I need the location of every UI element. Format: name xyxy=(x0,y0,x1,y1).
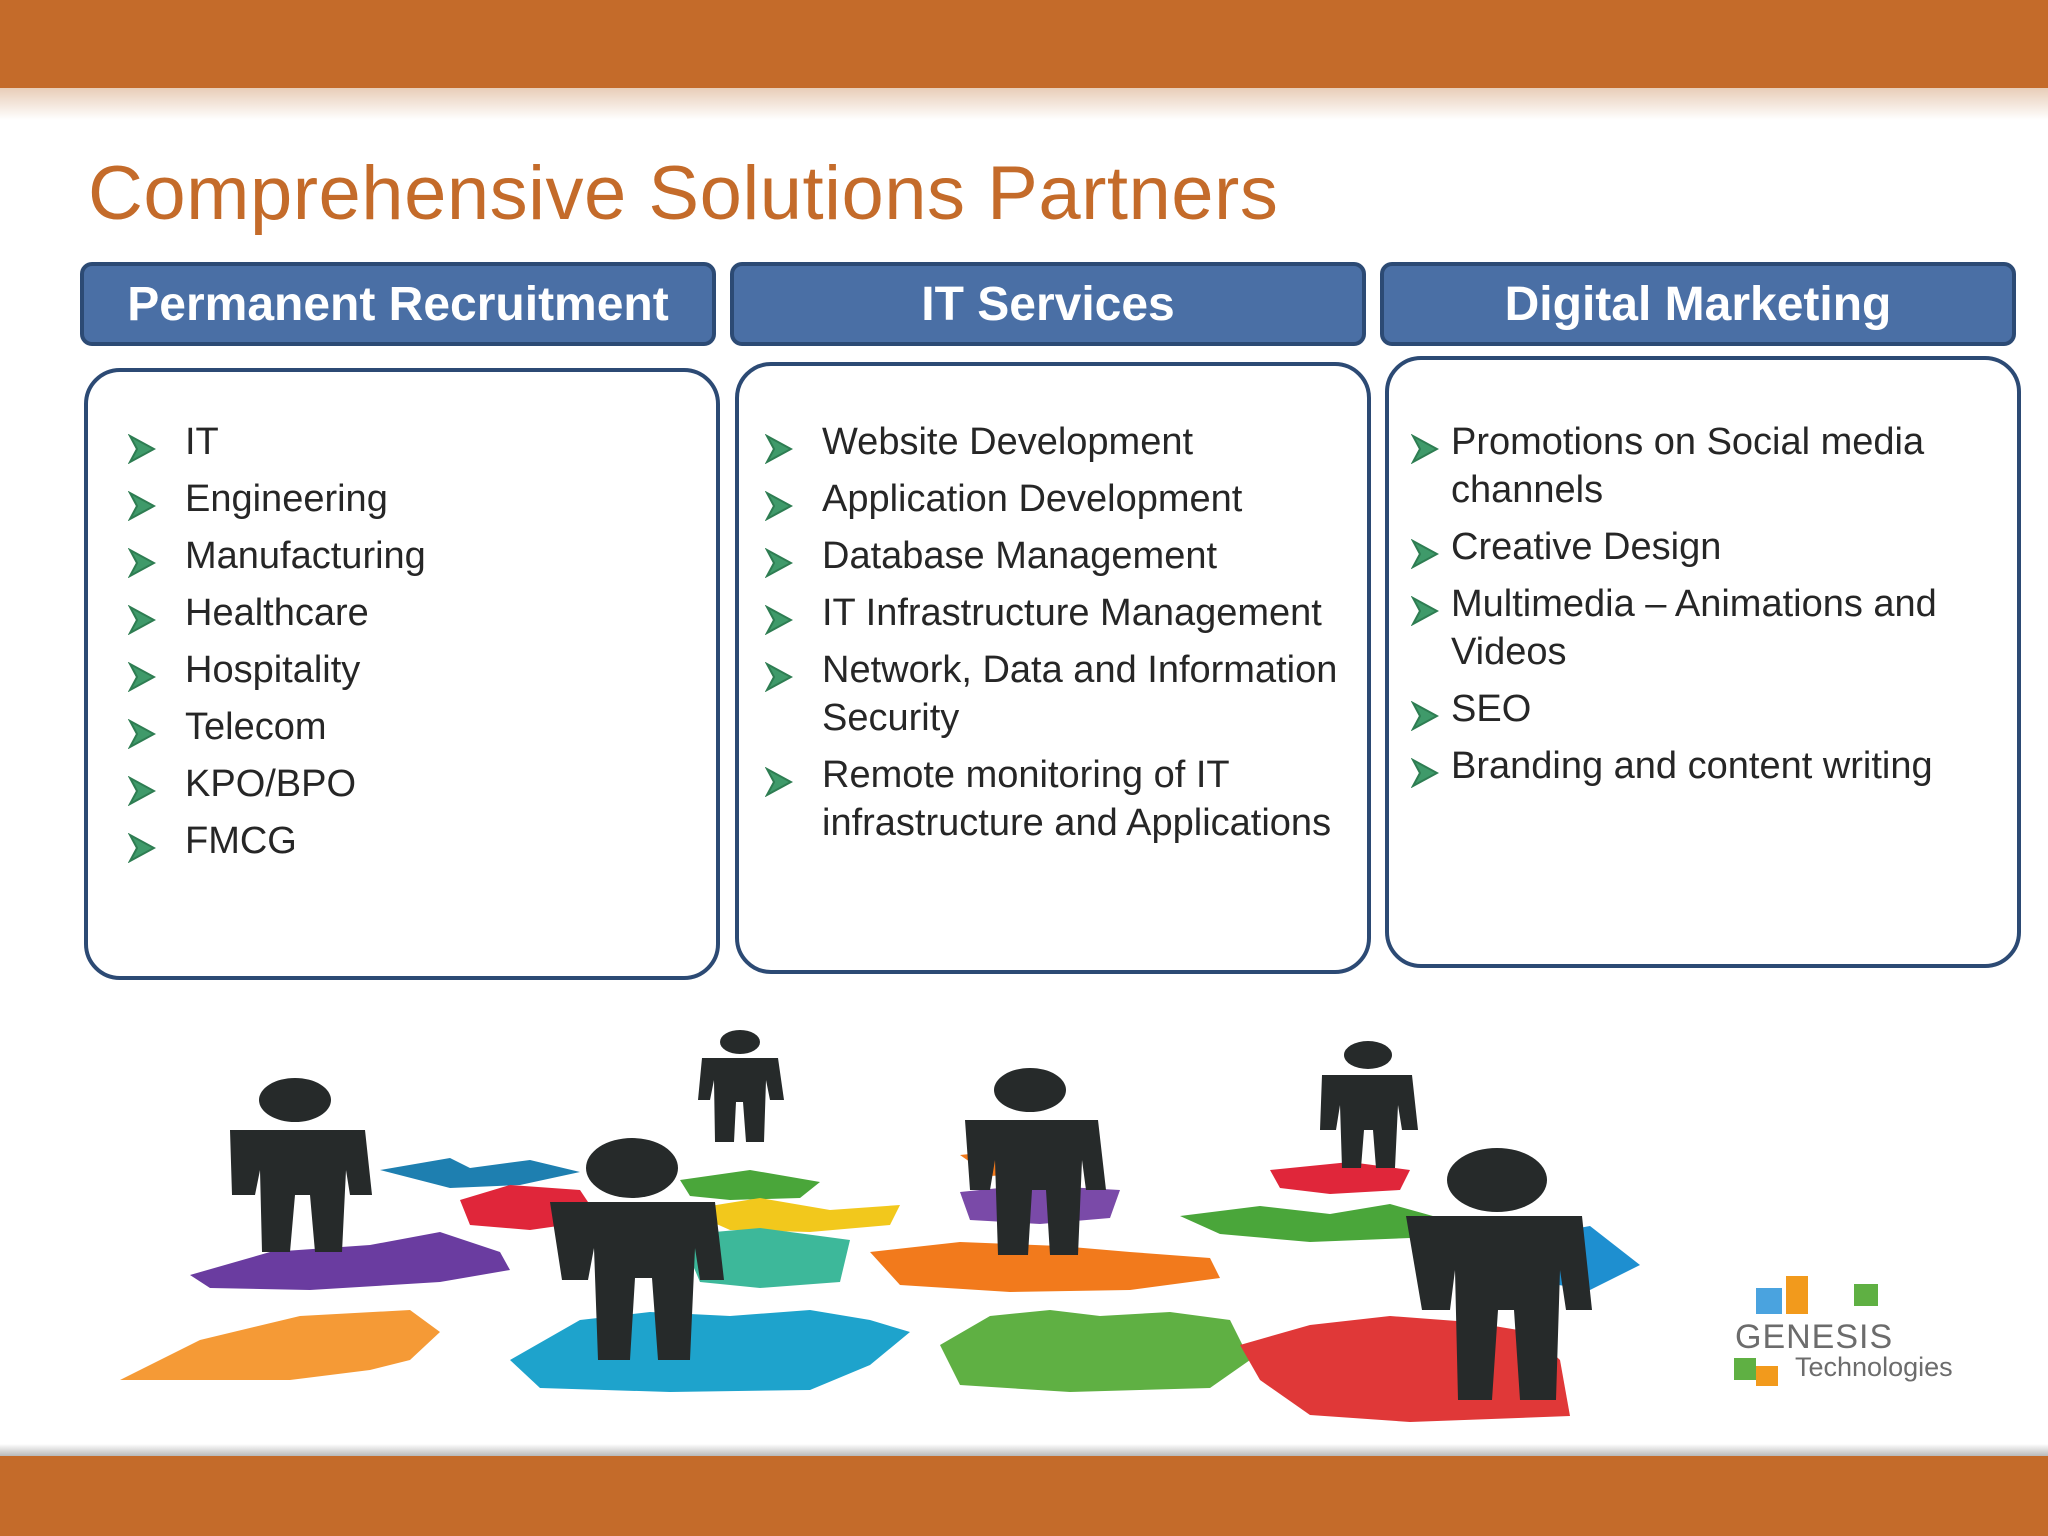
arrow-bullet-icon xyxy=(127,713,157,750)
arrow-bullet-icon xyxy=(1410,533,1440,570)
list-item: IT Infrastructure Management xyxy=(764,589,1355,637)
top-band xyxy=(0,0,2048,88)
list-item-label: Application Development xyxy=(822,478,1243,520)
list-item: Application Development xyxy=(764,475,1355,523)
arrow-bullet-icon xyxy=(127,599,157,636)
list-item: Hospitality xyxy=(127,646,688,694)
list-permanent-recruitment: IT Engineering Manufacturing Healthcare … xyxy=(127,418,688,874)
header-digital-marketing: Digital Marketing xyxy=(1380,262,2016,346)
list-item-label: Engineering xyxy=(185,478,388,520)
list-item: Manufacturing xyxy=(127,532,688,580)
list-item: Telecom xyxy=(127,703,688,751)
page-title: Comprehensive Solutions Partners xyxy=(88,151,1279,236)
arrow-bullet-icon xyxy=(1410,695,1440,732)
list-item: IT xyxy=(127,418,688,466)
arrow-bullet-icon xyxy=(127,485,157,522)
list-item: Engineering xyxy=(127,475,688,523)
list-item: Network, Data and Information Security xyxy=(764,646,1355,742)
top-band-shade xyxy=(0,88,2048,120)
header-permanent-recruitment: Permanent Recruitment xyxy=(80,262,716,346)
list-item-label: Telecom xyxy=(185,706,327,748)
arrow-bullet-icon xyxy=(127,428,157,465)
list-it-services: Website Development Application Developm… xyxy=(764,418,1355,856)
list-item: Branding and content writing xyxy=(1410,742,2001,790)
box-digital-marketing: Promotions on Social media channels Crea… xyxy=(1385,356,2021,968)
list-item: Creative Design xyxy=(1410,523,2001,571)
list-item-label: Network, Data and Information Security xyxy=(822,649,1338,739)
list-item: SEO xyxy=(1410,685,2001,733)
list-item-label: Branding and content writing xyxy=(1451,745,1933,787)
arrow-bullet-icon xyxy=(764,542,794,579)
logo-subtitle: Technologies xyxy=(1795,1352,1953,1382)
list-item-label: Manufacturing xyxy=(185,535,426,577)
list-item: Remote monitoring of IT infrastructure a… xyxy=(764,751,1355,847)
genesis-logo-icon xyxy=(1734,1276,1878,1386)
list-item-label: FMCG xyxy=(185,820,297,862)
arrow-bullet-icon xyxy=(127,542,157,579)
list-item-label: Website Development xyxy=(822,421,1194,463)
list-item: FMCG xyxy=(127,817,688,865)
arrow-bullet-icon xyxy=(1410,752,1440,789)
list-item-label: IT xyxy=(185,421,219,463)
list-item: Healthcare xyxy=(127,589,688,637)
people-on-puzzle-pieces-illustration xyxy=(120,1030,1640,1422)
arrow-bullet-icon xyxy=(1410,428,1440,465)
header-it-services: IT Services xyxy=(730,262,1366,346)
arrow-bullet-icon xyxy=(127,656,157,693)
arrow-bullet-icon xyxy=(127,770,157,807)
arrow-bullet-icon xyxy=(764,599,794,636)
bottom-band xyxy=(0,1456,2048,1536)
list-item: Website Development xyxy=(764,418,1355,466)
list-item: Promotions on Social media channels xyxy=(1410,418,2001,514)
logo-name: GENESIS xyxy=(1735,1318,1894,1356)
arrow-bullet-icon xyxy=(764,485,794,522)
list-item-label: Promotions on Social media channels xyxy=(1451,421,1925,511)
list-item-label: Multimedia – Animations and Videos xyxy=(1451,583,1937,673)
arrow-bullet-icon xyxy=(127,827,157,864)
bottom-band-shade xyxy=(0,1444,2048,1456)
arrow-bullet-icon xyxy=(764,656,794,693)
arrow-bullet-icon xyxy=(764,428,794,465)
box-it-services: Website Development Application Developm… xyxy=(735,362,1371,974)
list-item-label: Creative Design xyxy=(1451,526,1722,568)
list-item-label: Healthcare xyxy=(185,592,369,634)
list-item: Database Management xyxy=(764,532,1355,580)
list-item-label: KPO/BPO xyxy=(185,763,357,805)
list-digital-marketing: Promotions on Social media channels Crea… xyxy=(1410,418,2001,799)
list-item: Multimedia – Animations and Videos xyxy=(1410,580,2001,676)
list-item-label: Database Management xyxy=(822,535,1218,577)
list-item-label: Hospitality xyxy=(185,649,361,691)
list-item-label: IT Infrastructure Management xyxy=(822,592,1322,634)
arrow-bullet-icon xyxy=(1410,590,1440,627)
list-item: KPO/BPO xyxy=(127,760,688,808)
list-item-label: SEO xyxy=(1451,688,1532,730)
list-item-label: Remote monitoring of IT infrastructure a… xyxy=(822,754,1332,844)
arrow-bullet-icon xyxy=(764,761,794,798)
box-permanent-recruitment: IT Engineering Manufacturing Healthcare … xyxy=(84,368,720,980)
